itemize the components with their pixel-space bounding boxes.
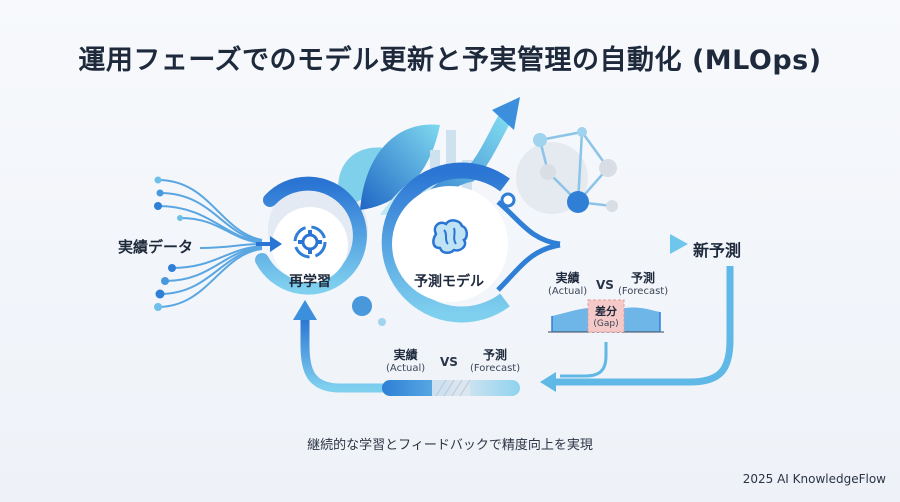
gap-chart [548,299,664,333]
model-output-curve [496,242,561,292]
feedback-forecast: 予測 (Forecast) [470,346,520,374]
accent-dot [378,318,386,326]
accent-dot [352,296,372,316]
forecast-model-label: 予測モデル [414,274,484,290]
feedback-bar [382,379,520,397]
feedback-loop-back [300,318,385,393]
gear-cycle-icon [293,225,327,259]
gap-panel-vs: VS [596,278,614,292]
gap-panel-gap-en: (Gap) [593,319,619,329]
gap-panel-gap: 差分 (Gap) [590,303,622,329]
feedback-actual: 実績 (Actual) [386,346,425,374]
network-graph-icon [533,127,618,213]
brain-icon [432,219,468,254]
gap-panel-actual: 実績 (Actual) [548,269,587,297]
retrain-feedback-arrowhead [293,300,317,320]
new-forecast-label: 新予測 [693,241,742,260]
footer-credit: 2025 AI KnowledgeFlow [742,472,886,486]
feedback-forecast-en: (Forecast) [470,363,521,374]
gap-panel-gap-label: 差分 [595,305,617,318]
new-forecast-arrowhead [670,234,688,254]
feedback-arrowhead [540,372,556,392]
feedback-vs: VS [440,355,458,369]
model-output-curve [496,200,561,247]
gap-panel-forecast-label: 予測 [631,271,656,285]
gap-panel-forecast: 予測 (Forecast) [618,269,668,297]
retrain-label: 再学習 [289,274,331,290]
input-arrowhead [270,236,282,252]
page-title: 運用フェーズでのモデル更新と予実管理の自動化 (MLOps) [78,45,822,76]
gap-panel-forecast-en: (Forecast) [618,286,669,297]
gap-to-bar-line [560,342,608,378]
input-data-streams [157,179,263,308]
feedback-actual-en: (Actual) [386,363,426,374]
gap-panel-actual-label: 実績 [555,271,580,285]
feedback-actual-label: 実績 [393,348,418,362]
feedback-forecast-label: 予測 [483,348,508,362]
feedback-loop-down [555,266,734,386]
actual-data-label: 実績データ [118,238,194,256]
gap-panel-actual-en: (Actual) [548,286,588,297]
caption: 継続的な学習とフィードバックで精度向上を実現 [307,438,593,453]
input-data-dots [154,176,183,311]
